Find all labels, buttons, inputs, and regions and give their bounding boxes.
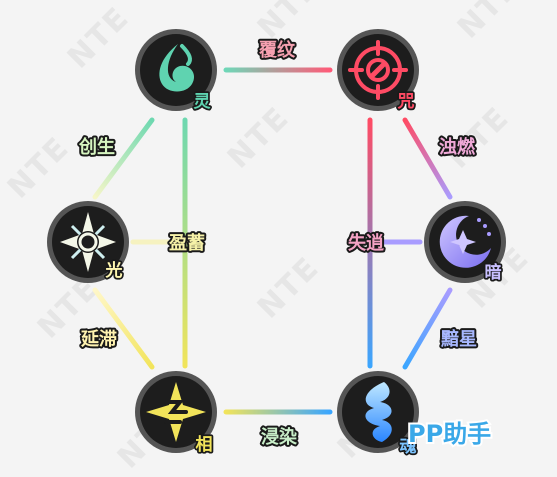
dark-icon (439, 215, 491, 268)
edge-label-yanzhi: 延滞 (80, 329, 117, 350)
curse-icon (348, 40, 408, 100)
soul-icon (365, 382, 392, 442)
node-label-zhou: 咒 (398, 92, 415, 112)
edge-label-yingxu: 盈蓄 (168, 233, 205, 254)
brand-text: PP助手 (408, 420, 491, 448)
node-hun: 魂 (337, 371, 419, 459)
watermark-text: NTE (251, 0, 327, 46)
node-label-hun: 魂 (400, 436, 417, 457)
edge-labels: 覆纹 创生 浊燃 盈蓄 失逍 延滞 黯星 浸染 (76, 37, 479, 450)
node-label-xiang: 相 (196, 434, 213, 455)
light-icon (60, 212, 116, 272)
phase-icon (146, 382, 206, 442)
node-label-guang: 光 (105, 260, 123, 281)
edge-zhuoran-line (402, 117, 453, 200)
edge-label-zhuoran: 浊燃 (439, 136, 476, 158)
node-xiang: 相 (135, 371, 217, 457)
edge-anxing-line (402, 287, 453, 370)
watermark-text: NTE (221, 100, 297, 176)
edge-label-jinran: 浸染 (261, 426, 298, 448)
watermark-text: NTE (451, 0, 527, 46)
watermark-text: NTE (251, 250, 327, 326)
node-ling: 灵 (135, 29, 217, 114)
edge-yanzhi-line (92, 287, 155, 370)
watermark-text: NTE (61, 0, 137, 76)
node-guang: 光 (47, 201, 129, 283)
watermark-text: NTE (1, 130, 77, 206)
connection-lines (92, 67, 453, 415)
node-label-ling: 灵 (194, 92, 212, 112)
edge-label-shixiao: 失逍 (348, 232, 384, 254)
node-label-an: 暗 (485, 262, 502, 283)
node-zhou: 咒 (337, 29, 419, 114)
node-an: 暗 (424, 201, 506, 285)
spirit-icon (159, 44, 195, 92)
edge-chuangsheng-line (92, 117, 155, 200)
edge-label-chuangsheng: 创生 (78, 136, 115, 158)
brand-logo: PP助手 (406, 418, 493, 450)
edge-label-fuwen: 覆纹 (259, 39, 296, 61)
edge-label-anxing: 黯星 (441, 328, 477, 350)
